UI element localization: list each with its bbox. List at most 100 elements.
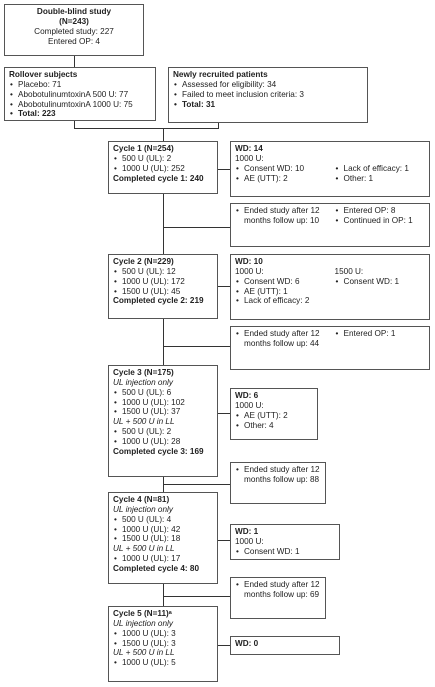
wd-5-title: WD: 0 — [235, 639, 259, 648]
cycle-5-title: Cycle 5 (N=11)ᵃ — [113, 609, 172, 618]
double-blind-box: Double-blind study (N=243) Completed stu… — [4, 4, 144, 56]
list-item: 1000 U (UL): 3 — [113, 629, 213, 639]
connector-line — [163, 596, 230, 597]
newly-recruited-total: Total: 31 — [173, 100, 363, 110]
connector-line — [163, 346, 230, 347]
ended-study-box-4: Ended study after 12 months follow up: 6… — [230, 577, 326, 619]
cycle-5-subheading-ll: UL + 500 U in LL — [113, 648, 175, 658]
connector-line — [163, 194, 164, 254]
list-item: AE (UTT): 2 — [235, 174, 335, 184]
wd-1-dose: 1000 U: — [235, 153, 264, 163]
list-item: 1500 U (UL): 45 — [113, 287, 213, 297]
connector-line — [74, 128, 219, 129]
wd-2-dose-1000: 1000 U: — [235, 266, 264, 276]
cycle-1-title: Cycle 1 (N=254) — [113, 144, 174, 153]
list-item: 1000 U (UL): 42 — [113, 525, 213, 535]
list-item: 500 U (UL): 2 — [113, 154, 213, 164]
connector-line — [163, 227, 230, 228]
wd-2-dose-1500: 1500 U: — [334, 266, 364, 276]
list-item: 500 U (UL): 12 — [113, 267, 213, 277]
list-item: 1500 U (UL): 18 — [113, 534, 213, 544]
cycle-4-title: Cycle 4 (N=81) — [113, 495, 170, 504]
list-item: 1000 U (UL): 5 — [113, 658, 213, 668]
cycle-2-box: Cycle 2 (N=229) 500 U (UL): 12 1000 U (U… — [108, 254, 218, 319]
withdrawal-box-5: WD: 0 — [230, 636, 340, 655]
list-item: 1000 U (UL): 17 — [113, 554, 213, 564]
list-item: Lack of efficacy: 2 — [235, 296, 335, 306]
ended-study-box-3: Ended study after 12 months follow up: 8… — [230, 462, 326, 504]
withdrawal-box-4: WD: 1 1000 U: Consent WD: 1 — [230, 524, 340, 560]
ended-study-box-1: Ended study after 12 months follow up: 1… — [230, 203, 430, 247]
withdrawal-box-3: WD: 6 1000 U: AE (UTT): 2 Other: 4 — [230, 388, 318, 440]
newly-recruited-box: Newly recruited patients Assessed for el… — [168, 67, 368, 123]
cycle-2-title: Cycle 2 (N=229) — [113, 257, 174, 266]
wd-2-title: WD: 10 — [235, 257, 263, 266]
wd-3-dose: 1000 U: — [235, 400, 264, 410]
withdrawal-box-1: WD: 14 1000 U: Consent WD: 10 AE (UTT): … — [230, 141, 430, 197]
list-item: AE (UTT): 1 — [235, 287, 335, 297]
list-item: 500 U (UL): 6 — [113, 388, 213, 398]
list-item: Ended study after 12 months follow up: 6… — [235, 580, 321, 600]
cycle-3-box: Cycle 3 (N=175) UL injection only 500 U … — [108, 365, 218, 477]
list-item: 1000 U (UL): 102 — [113, 398, 213, 408]
cycle-3-completed: Completed cycle 3: 169 — [113, 446, 204, 456]
list-item: Continued in OP: 1 — [335, 216, 425, 226]
wd-1-title: WD: 14 — [235, 144, 263, 153]
connector-line — [218, 286, 230, 287]
cycle-4-completed: Completed cycle 4: 80 — [113, 563, 200, 573]
connector-line — [218, 645, 230, 646]
connector-line — [74, 120, 75, 128]
wd-4-title: WD: 1 — [235, 527, 259, 536]
connector-line — [218, 123, 219, 128]
cycle-1-completed: Completed cycle 1: 240 — [113, 173, 204, 183]
list-item: Entered OP: 8 — [335, 206, 425, 216]
rollover-title: Rollover subjects — [9, 70, 78, 79]
list-item: AE (UTT): 2 — [235, 411, 313, 421]
cycle-4-subheading-ul: UL injection only — [113, 504, 173, 514]
connector-line — [218, 540, 230, 541]
list-item: 1500 U (UL): 37 — [113, 407, 213, 417]
cycle-1-box: Cycle 1 (N=254) 500 U (UL): 2 1000 U (UL… — [108, 141, 218, 194]
list-item: 1000 U (UL): 252 — [113, 164, 213, 174]
list-item: Other: 1 — [335, 174, 425, 184]
list-item: 1000 U (UL): 172 — [113, 277, 213, 287]
wd-3-title: WD: 6 — [235, 391, 259, 400]
list-item: Consent WD: 6 — [235, 277, 335, 287]
cycle-3-title: Cycle 3 (N=175) — [113, 368, 174, 377]
withdrawal-box-2: WD: 10 1000 U: Consent WD: 6 AE (UTT): 1… — [230, 254, 430, 320]
list-item: Lack of efficacy: 1 — [335, 164, 425, 174]
newly-recruited-title: Newly recruited patients — [173, 70, 268, 79]
ended-study-box-2: Ended study after 12 months follow up: 4… — [230, 326, 430, 370]
double-blind-n: (N=243) — [59, 16, 89, 26]
cycle-5-box: Cycle 5 (N=11)ᵃ UL injection only 1000 U… — [108, 606, 218, 682]
rollover-box: Rollover subjects Placebo: 71 Abobotulin… — [4, 67, 156, 121]
list-item: Failed to meet inclusion criteria: 3 — [173, 90, 363, 100]
list-item: Consent WD: 1 — [335, 277, 425, 287]
connector-line — [163, 584, 164, 606]
list-item: Ended study after 12 months follow up: 1… — [235, 206, 335, 226]
list-item: 500 U (UL): 2 — [113, 427, 213, 437]
list-item: Ended study after 12 months follow up: 4… — [235, 329, 335, 349]
list-item: AbobotulinumtoxinA 500 U: 77 — [9, 90, 151, 100]
double-blind-entered-op: Entered OP: 4 — [48, 36, 100, 46]
list-item: AbobotulinumtoxinA 1000 U: 75 — [9, 100, 151, 110]
double-blind-completed: Completed study: 227 — [34, 26, 114, 36]
list-item: Consent WD: 10 — [235, 164, 335, 174]
cycle-4-subheading-ll: UL + 500 U in LL — [113, 544, 175, 554]
list-item: 1000 U (UL): 28 — [113, 437, 213, 447]
list-item: Placebo: 71 — [9, 80, 151, 90]
cycle-2-completed: Completed cycle 2: 219 — [113, 296, 204, 306]
connector-line — [218, 413, 230, 414]
connector-line — [163, 128, 164, 141]
connector-line — [163, 319, 164, 365]
list-item: Entered OP: 1 — [335, 329, 425, 339]
cycle-5-subheading-ul: UL injection only — [113, 618, 173, 628]
list-item: Consent WD: 1 — [235, 547, 335, 557]
list-item: Ended study after 12 months follow up: 8… — [235, 465, 321, 485]
cycle-3-subheading-ll: UL + 500 U in LL — [113, 417, 175, 427]
list-item: Other: 4 — [235, 421, 313, 431]
wd-4-dose: 1000 U: — [235, 536, 264, 546]
list-item: Assessed for eligibility: 34 — [173, 80, 363, 90]
cycle-4-box: Cycle 4 (N=81) UL injection only 500 U (… — [108, 492, 218, 584]
connector-line — [74, 55, 75, 67]
